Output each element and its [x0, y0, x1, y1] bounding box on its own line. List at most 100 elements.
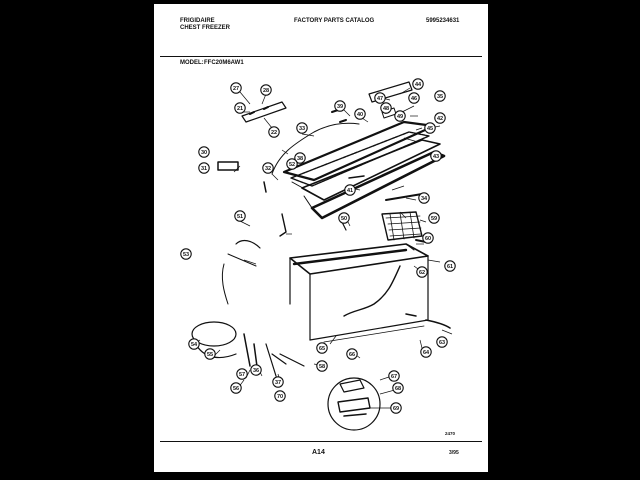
- callout-21: 21: [234, 102, 246, 114]
- callout-label: 40: [357, 112, 363, 118]
- exploded-parts-diagram: 27 28 21 22 30 31 32 33 34 35 36 37 38 39 40 41 42 43 44 45…: [180, 78, 456, 436]
- callout-35: 35: [434, 90, 446, 102]
- callout-68: 68: [392, 382, 404, 394]
- callout-40: 40: [354, 108, 366, 120]
- callout-label: 30: [201, 150, 207, 156]
- callout-22: 22: [268, 126, 280, 138]
- callout-37: 37: [272, 376, 284, 388]
- brand-label: FRIGIDAIRE: [180, 18, 215, 24]
- product-label: CHEST FREEZER: [180, 25, 231, 31]
- callout-label: 44: [415, 82, 422, 88]
- callout-34: 34: [418, 192, 430, 204]
- callout-label: 41: [347, 188, 353, 194]
- small-bracket: [217, 161, 239, 171]
- catalog-title: FACTORY PARTS CATALOG: [294, 18, 375, 24]
- callout-group: 27 28 21 22 30 31 32 33 34 35 36 37 38 39 40 41 42 43 44 45…: [180, 78, 456, 414]
- cabinet-body: [289, 243, 429, 343]
- callout-27: 27: [230, 82, 242, 94]
- callout-30: 30: [198, 146, 210, 158]
- callout-28: 28: [260, 84, 272, 96]
- callout-label: 39: [337, 104, 343, 110]
- callout-45: 45: [424, 122, 436, 134]
- callout-label: 65: [319, 346, 325, 352]
- callout-66: 66: [346, 348, 358, 360]
- callout-label: 46: [411, 96, 417, 102]
- callout-label: 56: [233, 386, 239, 392]
- callout-label: 68: [395, 386, 401, 392]
- callout-label: 28: [263, 88, 269, 94]
- callout-label: 36: [253, 368, 259, 374]
- callout-label: 27: [233, 86, 239, 92]
- callout-label: 50: [341, 216, 347, 222]
- callout-53: 53: [180, 248, 192, 260]
- callout-label: 63: [439, 340, 445, 346]
- callout-label: 33: [299, 126, 305, 132]
- callout-59: 59: [428, 212, 440, 224]
- model-number: FFC20M6AW1: [204, 60, 244, 66]
- callout-69: 69: [390, 402, 402, 414]
- callout-54: 54: [188, 338, 200, 350]
- parts-catalog-sheet: FRIGIDAIRE CHEST FREEZER FACTORY PARTS C…: [154, 4, 488, 472]
- callout-label: 22: [271, 130, 277, 136]
- callout-67: 67: [388, 370, 400, 382]
- callout-33: 33: [296, 122, 308, 134]
- callout-label: 58: [319, 364, 325, 370]
- callout-56: 56: [230, 382, 242, 394]
- hinge-plate: [241, 101, 287, 123]
- callout-62: 62: [416, 266, 428, 278]
- callout-label: 53: [183, 252, 189, 258]
- callout-65: 65: [316, 342, 328, 354]
- callout-label: 42: [437, 116, 443, 122]
- callout-label: 67: [391, 374, 397, 380]
- callout-42: 42: [434, 112, 446, 124]
- callout-label: 49: [397, 114, 403, 120]
- detail-inset: [327, 377, 381, 431]
- callout-64: 64: [420, 346, 432, 358]
- callout-label: 70: [277, 394, 283, 400]
- callout-label: 34: [421, 196, 428, 202]
- figure-code: 2470: [445, 431, 456, 436]
- callout-49: 49: [394, 110, 406, 122]
- wire-basket: [381, 211, 423, 241]
- callout-label: 69: [393, 406, 399, 412]
- lid-assembly: [282, 120, 446, 220]
- callout-label: 51: [237, 214, 243, 220]
- callout-47: 47: [374, 92, 386, 104]
- callout-39: 39: [334, 100, 346, 112]
- callout-label: 62: [419, 270, 425, 276]
- callout-63: 63: [436, 336, 448, 348]
- callout-32: 32: [262, 162, 274, 174]
- callout-label: 45: [427, 126, 433, 132]
- callout-label: 38: [297, 156, 303, 162]
- callout-label: 35: [437, 94, 443, 100]
- callout-label: 21: [237, 106, 243, 112]
- callout-57: 57: [236, 368, 248, 380]
- callout-label: 64: [423, 350, 430, 356]
- callout-label: 52: [289, 162, 295, 168]
- callout-58: 58: [316, 360, 328, 372]
- callout-label: 43: [433, 154, 439, 160]
- callout-label: 32: [265, 166, 271, 172]
- callout-38: 38: [294, 152, 306, 164]
- callout-61: 61: [444, 260, 456, 272]
- callout-52: 52: [286, 158, 298, 170]
- callout-36: 36: [250, 364, 262, 376]
- callout-label: 48: [383, 106, 389, 112]
- callout-label: 55: [207, 352, 213, 358]
- callout-46: 46: [408, 92, 420, 104]
- page-number: A14: [312, 449, 325, 456]
- catalog-number: 5995234631: [426, 18, 460, 24]
- callout-label: 59: [431, 216, 437, 222]
- callout-label: 47: [377, 96, 383, 102]
- callout-label: 57: [239, 372, 245, 378]
- callout-label: 66: [349, 352, 355, 358]
- callout-48: 48: [380, 102, 392, 114]
- callout-55: 55: [204, 348, 216, 360]
- callout-51: 51: [234, 210, 246, 222]
- callout-31: 31: [198, 162, 210, 174]
- callout-label: 31: [201, 166, 207, 172]
- model-label: MODEL:: [180, 60, 204, 66]
- callout-label: 61: [447, 264, 453, 270]
- callout-label: 37: [275, 380, 281, 386]
- callout-50: 50: [338, 212, 350, 224]
